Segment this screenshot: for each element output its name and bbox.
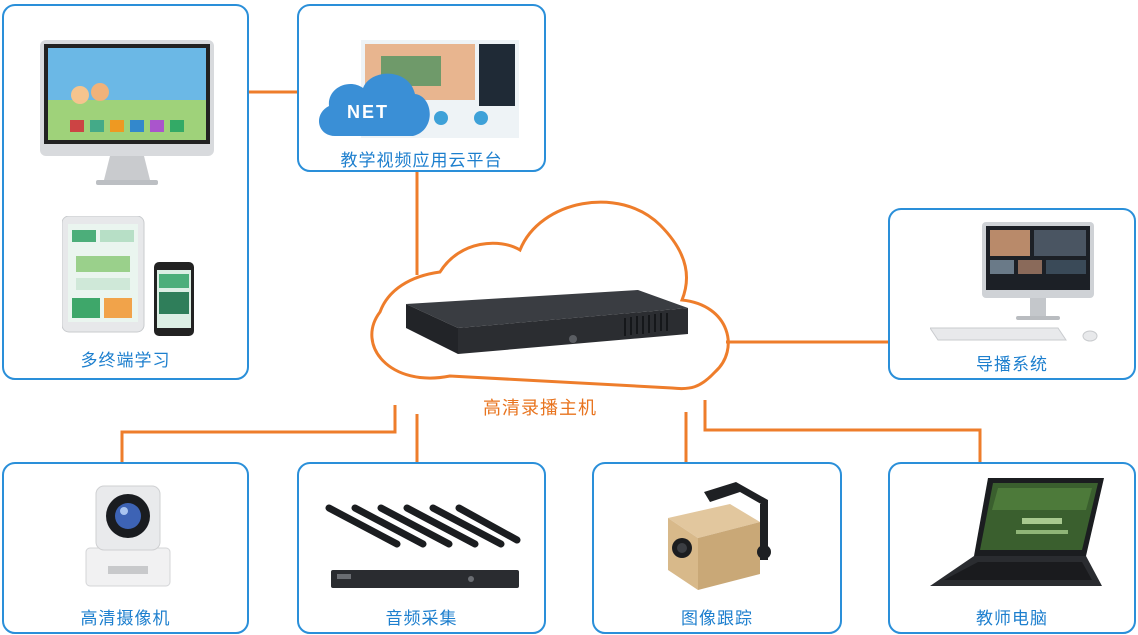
hub-cloud-outline xyxy=(370,200,730,391)
net-cloud-icon xyxy=(318,73,430,136)
teacher-pc-label: 教师电脑 xyxy=(976,609,1048,629)
link-teacher-pc xyxy=(703,400,982,462)
tablet-and-phone-image xyxy=(62,216,194,336)
ptz-camera-image xyxy=(85,485,171,587)
cloud-platform-label: 教学视频应用云平台 xyxy=(340,151,503,171)
node-director[interactable]: 导播系统 xyxy=(888,208,1136,380)
tracking-camera-image xyxy=(668,482,771,590)
hd-camera-label: 高清摄像机 xyxy=(80,609,171,629)
director-label: 导播系统 xyxy=(976,355,1048,375)
node-audio[interactable]: 音频采集 xyxy=(297,462,546,634)
hub-label: 高清录播主机 xyxy=(483,398,597,419)
director-workstation-image xyxy=(930,222,1098,342)
audio-label: 音频采集 xyxy=(385,609,458,629)
node-teacher-pc[interactable]: 教师电脑 xyxy=(888,462,1136,634)
node-hd-camera[interactable]: 高清摄像机 xyxy=(2,462,249,634)
link-hd-camera xyxy=(120,405,397,462)
net-cloud-text: NET xyxy=(347,102,389,122)
multi-terminal-label: 多终端学习 xyxy=(80,351,171,371)
desktop-monitor-image xyxy=(40,40,214,185)
tracking-label: 图像跟踪 xyxy=(681,609,753,629)
node-multi-terminal[interactable]: 多终端学习 xyxy=(2,4,249,380)
laptop-image xyxy=(930,478,1104,586)
recording-host-device xyxy=(406,290,688,354)
audio-mics-and-processor-image xyxy=(325,504,521,588)
node-tracking[interactable]: 图像跟踪 xyxy=(592,462,842,634)
node-cloud-platform[interactable]: NET 教学视频应用云平台 xyxy=(297,4,546,172)
